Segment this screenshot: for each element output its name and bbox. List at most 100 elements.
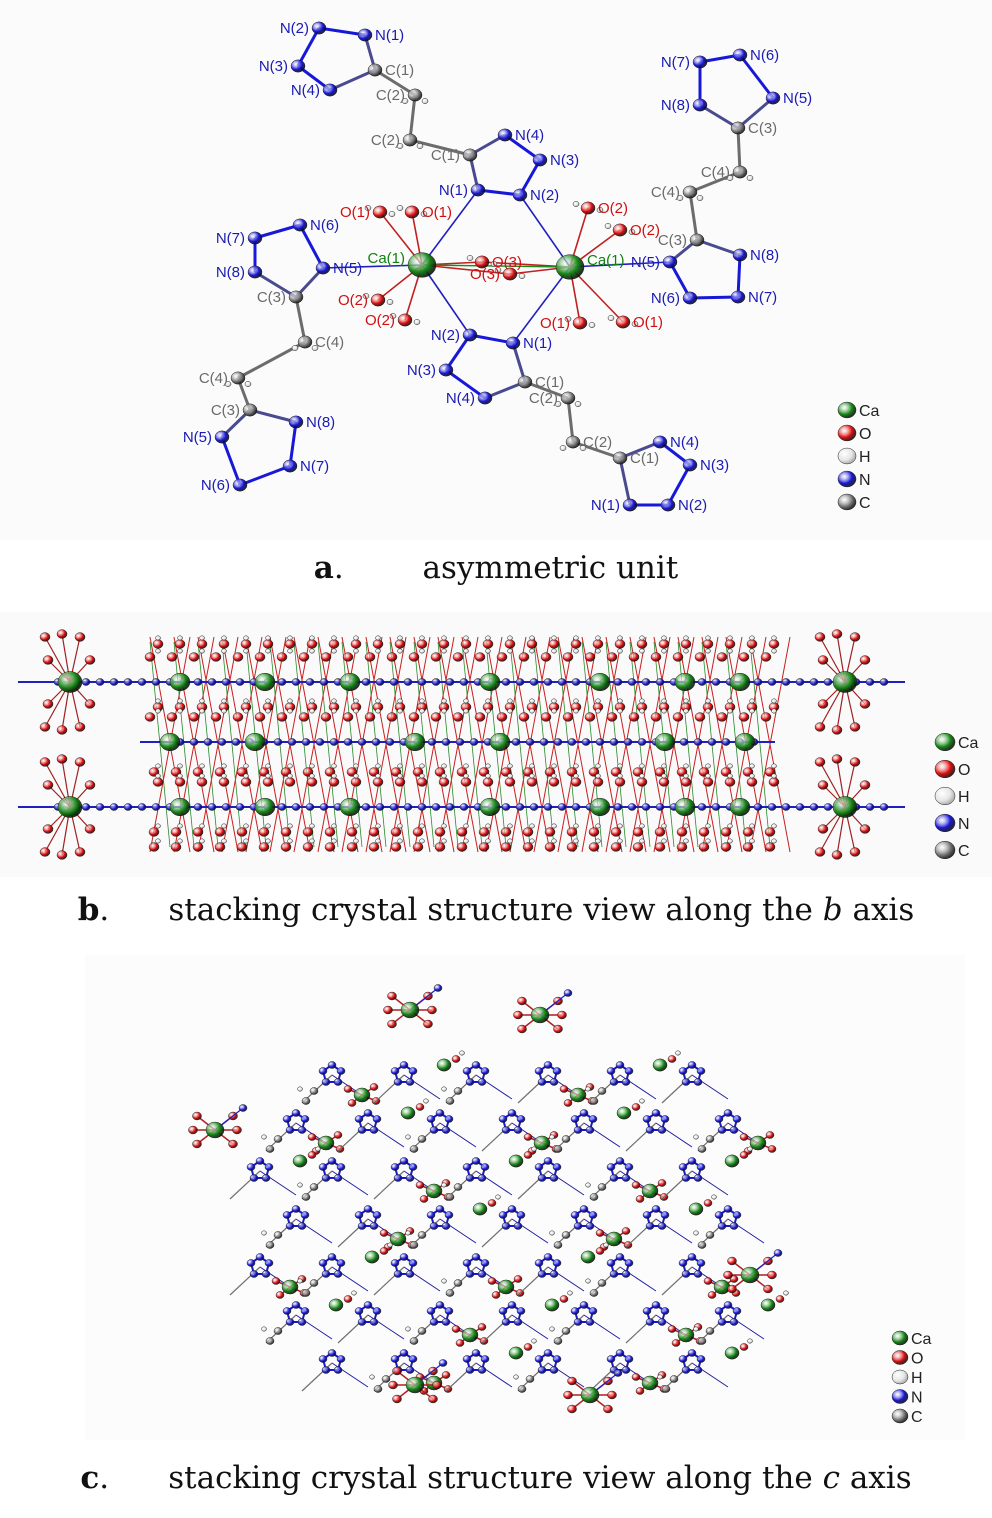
bond (249, 408, 297, 424)
oxygen-atom (523, 1151, 533, 1159)
hydrogen-atom (573, 635, 579, 641)
chain-atom (539, 738, 549, 746)
hydrogen-atom (595, 648, 601, 654)
nitrogen-atom (552, 1355, 562, 1363)
legend-n-sphere (837, 470, 857, 488)
nitrogen-atom (549, 1174, 559, 1182)
oxygen-atom (523, 1133, 533, 1141)
atom-label: N(1) (523, 335, 552, 352)
nitrogen-atom (336, 1355, 346, 1363)
oxygen-atom (388, 1380, 398, 1390)
nitrogen-atom (369, 1126, 379, 1134)
nitrogen-atom (291, 1205, 301, 1213)
carbon-atom (661, 1385, 671, 1393)
carbon-atom (597, 1279, 607, 1287)
bond (469, 333, 514, 345)
oxygen-atom (192, 1111, 202, 1121)
hydrogen-atom (441, 773, 447, 779)
atom-n (652, 435, 668, 449)
hydrogen-atom (705, 648, 711, 654)
nitrogen-atom (369, 1222, 379, 1230)
oxygen-atom (394, 777, 406, 787)
oxygen-atom (491, 1291, 501, 1299)
atom-label: O(2) (338, 292, 368, 309)
hydrogen-atom (297, 1086, 303, 1092)
oxygen-atom (849, 722, 861, 732)
oxygen-atom (284, 639, 296, 649)
hydrogen-atom (683, 763, 689, 769)
atom-o (615, 315, 631, 329)
hydrogen-atom (749, 635, 755, 641)
oxygen-atom (603, 1404, 613, 1414)
calcium-atom (740, 1266, 760, 1284)
atom-label: C(4) (701, 164, 730, 181)
nitrogen-atom (429, 1126, 439, 1134)
hydrogen-atom (531, 1146, 537, 1152)
oxygen-atom (526, 639, 538, 649)
legend-n-label: N (859, 472, 871, 489)
hydrogen-atom (199, 635, 205, 641)
hydrogen-atom (397, 648, 403, 654)
chain-atom (613, 803, 623, 811)
nitrogen-atom (408, 1067, 418, 1075)
hydrogen-atom (441, 635, 447, 641)
oxygen-atom (631, 1103, 641, 1111)
nitrogen-atom (321, 1366, 331, 1374)
nitrogen-atom (507, 1301, 517, 1309)
hydrogen-atom (297, 1278, 303, 1284)
carbon-atom (445, 1193, 455, 1201)
oxygen-atom (814, 722, 826, 732)
oxygen-atom (513, 1010, 523, 1020)
nitrogen-atom (549, 1366, 559, 1374)
hydrogen-atom (604, 223, 612, 229)
oxygen-atom (477, 1323, 487, 1331)
oxygen-atom (526, 777, 538, 787)
hydrogen-atom (419, 635, 425, 641)
chain-atom (711, 803, 721, 811)
atom-n (470, 183, 486, 197)
nitrogen-atom (621, 1174, 631, 1182)
caption-b-axis: b (822, 892, 843, 928)
atom-o (372, 205, 388, 219)
nitrogen-atom (433, 984, 443, 992)
carbon-atom (453, 1183, 463, 1191)
hydrogen-atom (463, 648, 469, 654)
hydrogen-atom (485, 648, 491, 654)
oxygen-atom (324, 842, 336, 852)
nitrogen-atom (333, 1270, 343, 1278)
hydrogen-atom (617, 773, 623, 779)
hydrogen-atom (639, 838, 645, 844)
chain-atom (697, 803, 707, 811)
nitrogen-atom (297, 1318, 307, 1326)
oxygen-atom (632, 827, 644, 837)
bond (566, 397, 575, 443)
hydrogen-atom (331, 763, 337, 769)
nitrogen-atom (585, 1222, 595, 1230)
oxygen-atom (423, 1019, 433, 1029)
caption-b-text: stacking crystal structure view along th… (168, 892, 823, 928)
oxygen-atom (152, 639, 164, 649)
carbon-atom (381, 1375, 391, 1383)
oxygen-atom (451, 1055, 461, 1063)
nitrogen-atom (471, 1349, 481, 1357)
oxygen-atom (280, 842, 292, 852)
oxygen-atom (307, 1133, 317, 1141)
oxygen-atom (236, 827, 248, 837)
nitrogen-atom (462, 1163, 472, 1171)
oxygen-atom (487, 1277, 497, 1285)
atom-label: O(1) (540, 315, 570, 332)
chain-atom (427, 738, 437, 746)
atom-label: N(6) (310, 217, 339, 234)
carbon-atom (445, 1289, 455, 1297)
oxygen-atom (343, 1085, 353, 1093)
nitrogen-atom (282, 1307, 292, 1315)
nitrogen-atom (336, 1259, 346, 1267)
bond (408, 94, 417, 141)
hydrogen-atom (529, 773, 535, 779)
nitrogen-atom (552, 1163, 562, 1171)
carbon-atom (553, 1145, 563, 1153)
bond (317, 636, 359, 853)
oxygen-atom (592, 639, 604, 649)
oxygen-atom (218, 639, 230, 649)
